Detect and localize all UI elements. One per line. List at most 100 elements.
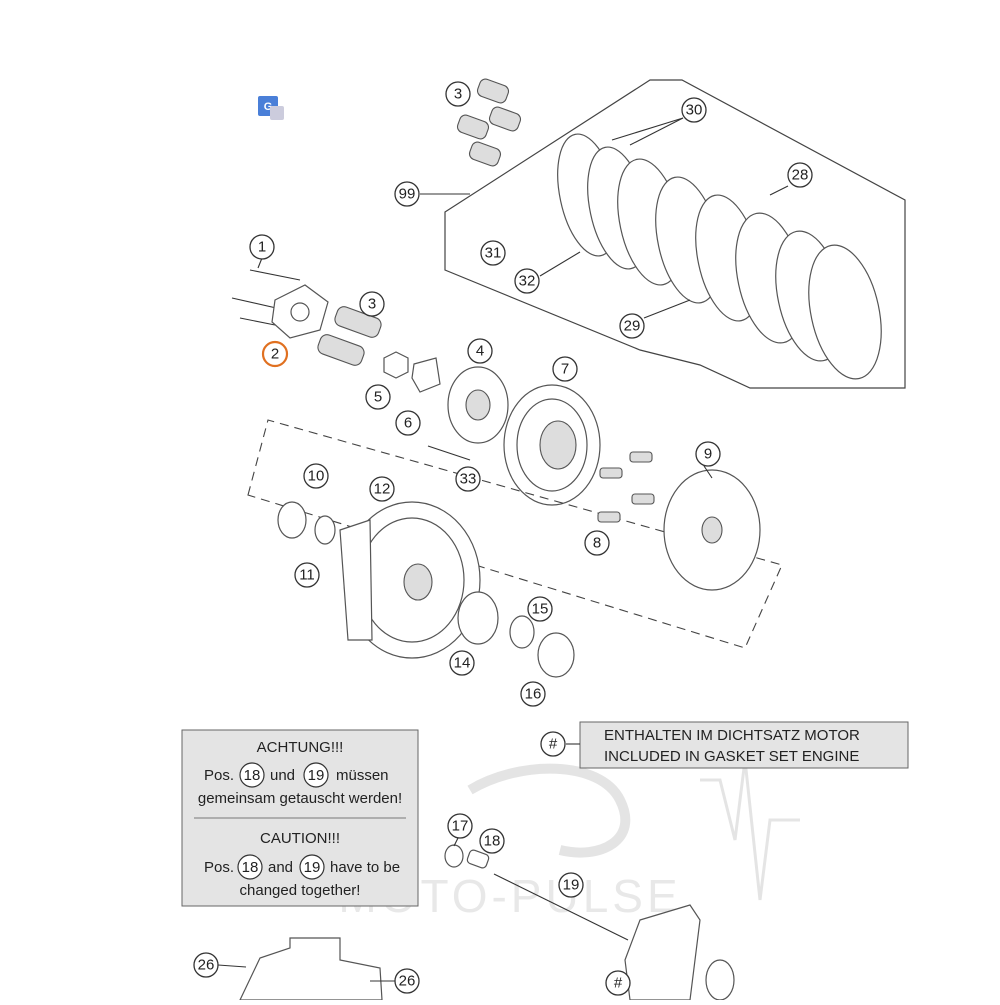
svg-text:16: 16 <box>525 686 542 703</box>
callout-hash-note: # <box>540 731 566 757</box>
gasket-note-line2: INCLUDED IN GASKET SET ENGINE <box>604 748 859 765</box>
callout-11: 11 <box>294 562 320 588</box>
callout-hash-gasket: # <box>605 970 631 996</box>
svg-text:17: 17 <box>452 818 469 835</box>
warning-de-tail: müssen <box>336 767 389 784</box>
warning-en-line2: changed together! <box>240 882 361 899</box>
svg-text:14: 14 <box>454 655 471 672</box>
callout-33: 33 <box>455 466 481 492</box>
callout-3: 3 <box>359 291 385 317</box>
svg-text:15: 15 <box>532 601 549 618</box>
svg-text:30: 30 <box>686 102 703 119</box>
pressure-plate <box>447 366 509 444</box>
warning-box: ACHTUNG!!! Pos. 18 und 19 müssen gemeins… <box>181 729 419 907</box>
callout-10: 10 <box>303 463 329 489</box>
svg-text:3: 3 <box>454 86 462 103</box>
warning-en-and: and <box>268 859 293 876</box>
callout-29: 29 <box>619 313 645 339</box>
callout-12: 12 <box>369 476 395 502</box>
callout-32: 32 <box>514 268 540 294</box>
callout-1: 1 <box>249 234 275 260</box>
leader-lines <box>217 117 789 982</box>
o-ring <box>705 959 735 1001</box>
warning-de-and: und <box>270 767 295 784</box>
gasket-note-box <box>579 721 909 769</box>
spring-set-top <box>456 78 522 167</box>
svg-text:9: 9 <box>704 446 712 463</box>
svg-text:18: 18 <box>484 833 501 850</box>
plate-kit-frame <box>444 79 906 389</box>
svg-text:19: 19 <box>563 877 580 894</box>
callout-15: 15 <box>527 596 553 622</box>
svg-text:26: 26 <box>399 973 416 990</box>
svg-text:26: 26 <box>198 957 215 974</box>
damper-springs <box>597 451 655 523</box>
callout-2-highlighted[interactable]: 2 <box>261 340 289 368</box>
bushing <box>466 849 490 869</box>
warning-en-num1: 18 <box>242 859 259 876</box>
svg-text:3: 3 <box>368 296 376 313</box>
washer <box>537 632 575 678</box>
svg-text:99: 99 <box>399 186 416 203</box>
warning-en-pos: Pos. <box>204 859 234 876</box>
callout-19: 19 <box>558 872 584 898</box>
needle-bearing <box>509 615 535 649</box>
svg-text:8: 8 <box>593 535 601 552</box>
svg-text:32: 32 <box>519 273 536 290</box>
svg-text:7: 7 <box>561 361 569 378</box>
circlip <box>314 515 336 545</box>
inner-hub <box>503 384 601 506</box>
callout-26-left: 26 <box>193 952 219 978</box>
svg-text:12: 12 <box>374 481 391 498</box>
callout-30: 30 <box>681 97 707 123</box>
nut <box>383 351 409 379</box>
warning-en-tail: have to be <box>330 859 400 876</box>
svg-text:1: 1 <box>258 239 266 256</box>
clutch-disc-stack <box>557 133 882 380</box>
seal-ring <box>444 844 464 868</box>
warning-de-title: ACHTUNG!!! <box>257 739 344 756</box>
warning-de-num1: 18 <box>244 767 261 784</box>
svg-text:29: 29 <box>624 318 641 335</box>
callout-7: 7 <box>552 356 578 382</box>
gasket-note-line1: ENTHALTEN IM DICHTSATZ MOTOR <box>604 727 860 744</box>
svg-text:G: G <box>264 101 273 113</box>
callout-8: 8 <box>584 530 610 556</box>
primary-gear-disc <box>663 469 761 591</box>
callout-16: 16 <box>520 681 546 707</box>
warning-en-num2: 19 <box>304 859 321 876</box>
warning-de-pos: Pos. <box>204 767 234 784</box>
outer-clutch-basket <box>339 501 481 659</box>
google-translate-icon[interactable]: G <box>258 96 284 120</box>
svg-text:33: 33 <box>460 471 477 488</box>
callout-9: 9 <box>695 441 721 467</box>
svg-text:31: 31 <box>485 245 502 262</box>
clutch-release-housing <box>239 937 383 1001</box>
callout-4: 4 <box>467 338 493 364</box>
svg-text:#: # <box>549 736 558 753</box>
svg-text:5: 5 <box>374 389 382 406</box>
lock-washer <box>411 357 441 393</box>
callout-26-right: 26 <box>394 968 420 994</box>
svg-text:10: 10 <box>308 468 325 485</box>
callout-18: 18 <box>479 828 505 854</box>
push-rod <box>493 873 629 941</box>
callout-6: 6 <box>395 410 421 436</box>
callout-3-top: 3 <box>445 81 471 107</box>
warning-de-num2: 19 <box>308 767 325 784</box>
svg-text:11: 11 <box>299 567 315 584</box>
callout-5: 5 <box>365 384 391 410</box>
svg-text:6: 6 <box>404 415 412 432</box>
clutch-basket-frame <box>247 419 783 649</box>
callout-31: 31 <box>480 240 506 266</box>
callout-14: 14 <box>449 650 475 676</box>
thrust-washer <box>277 501 307 539</box>
svg-text:28: 28 <box>792 167 809 184</box>
warning-de-line2: gemeinsam getauscht werden! <box>198 790 402 807</box>
svg-text:4: 4 <box>476 343 484 360</box>
svg-text:2: 2 <box>271 346 279 363</box>
warning-en-title: CAUTION!!! <box>260 830 340 847</box>
svg-text:#: # <box>614 975 623 992</box>
